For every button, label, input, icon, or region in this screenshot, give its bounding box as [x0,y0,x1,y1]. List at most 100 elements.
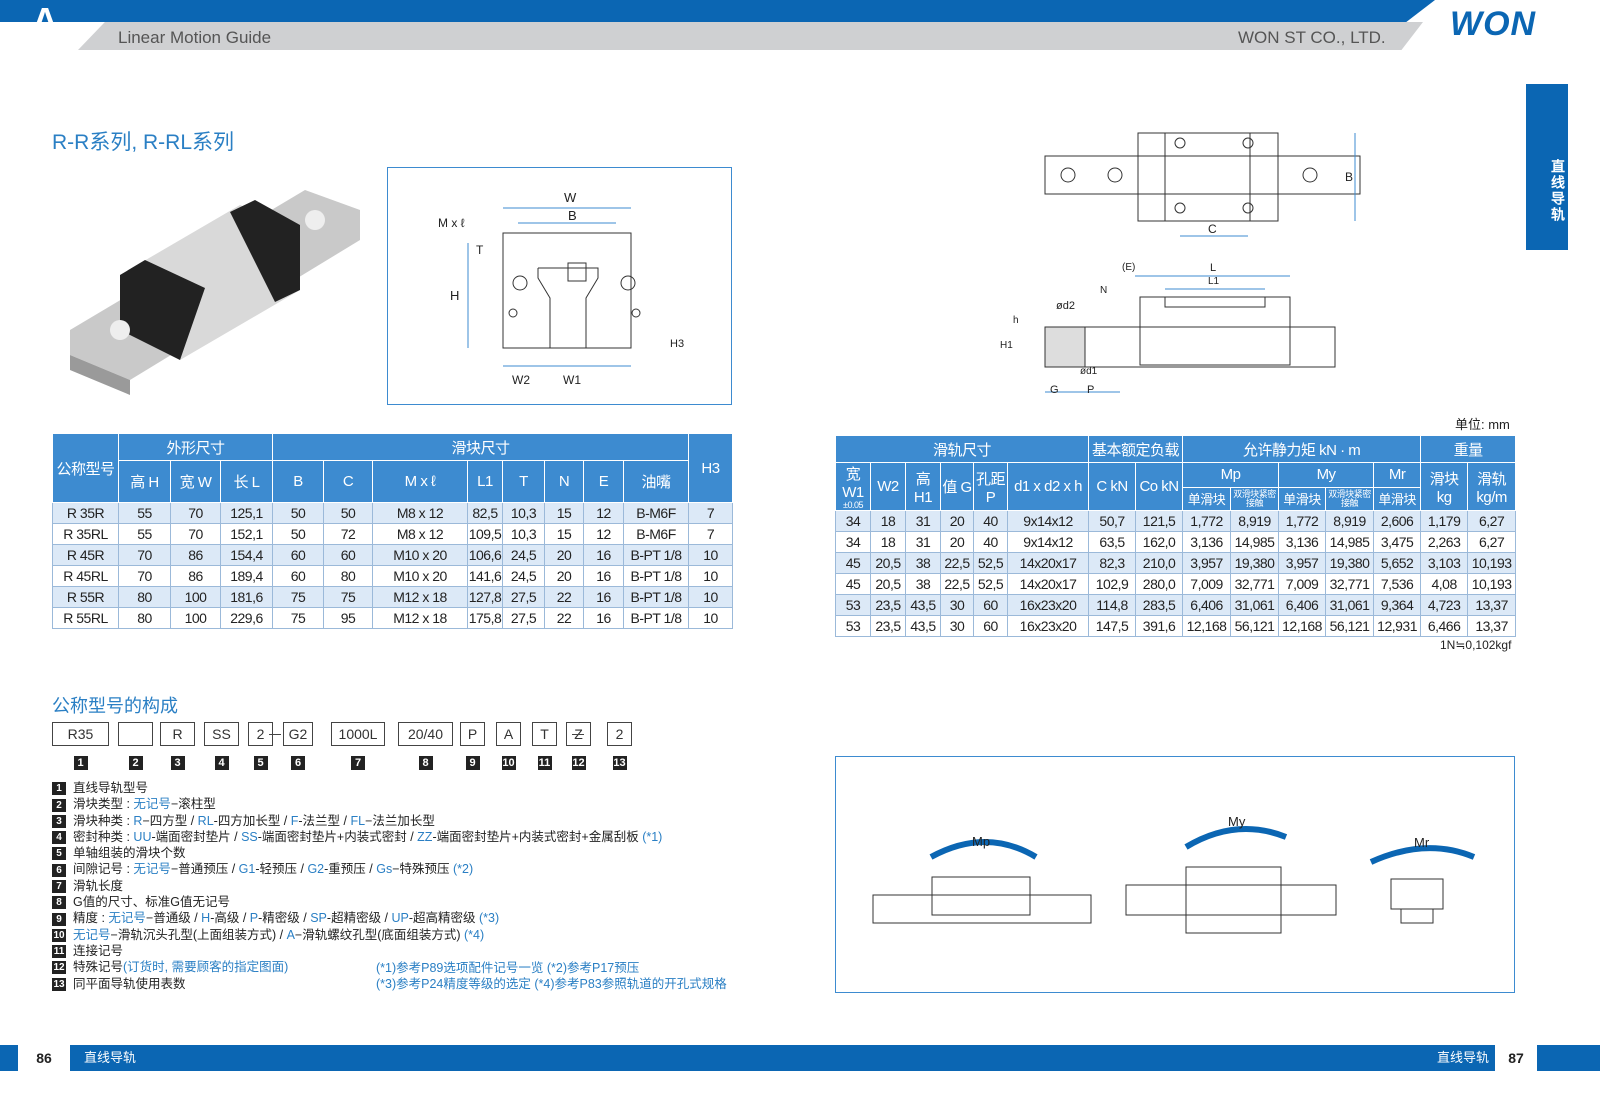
table-cell: 63,5 [1088,531,1137,553]
col-model: 公称型号 [52,433,119,503]
col-header: E [583,460,624,503]
side-dim-N: N [1100,285,1108,296]
legend-number: 13 [52,977,66,991]
table-cell: 45 [835,552,871,574]
side-dim-E: (E) [1122,262,1136,273]
moment-diagram: Mp My Mr [835,756,1515,993]
legend-text: 特殊记号 [73,960,124,975]
right-page-number: 87 [1495,1045,1537,1071]
col-W2: W2 [870,462,906,511]
side-dim-G: G [1050,384,1059,396]
legend-text: 滑块种类 : [73,813,134,828]
table-cell: 16 [583,586,624,608]
table-cell: 7,009 [1182,573,1232,595]
table-cell: 7 [688,523,734,545]
legend-text: 间隙记号 : [73,862,134,877]
col-header: B [272,460,324,503]
dim-T: T [476,243,484,257]
table-cell: 38 [905,552,941,574]
table-cell: 31,061 [1325,594,1375,616]
col-block-kg: 滑块 kg [1420,462,1469,511]
legend-text: −普通级 / [145,911,202,926]
dash [572,734,584,735]
code-number: 9 [465,756,480,770]
legend-text: -法兰型 / [298,813,351,828]
table-cell: 31 [905,510,941,532]
legend-number: 6 [52,863,66,877]
table-cell: 8,919 [1325,510,1375,532]
table-cell: 50 [272,523,324,545]
legend-text: -高级 / [210,911,250,926]
footer-left-text: 直线导轨 [84,1050,137,1065]
header-bar [78,22,1423,50]
legend-text: UU [133,829,152,844]
table-cell: 22,5 [940,552,974,574]
table-cell: 9x14x12 [1006,531,1090,553]
side-dim-L: L [1210,262,1217,274]
col-P: 孔距 P [973,462,1008,511]
dim-B: B [568,208,577,223]
legend-number: 4 [52,831,66,845]
table-cell: 3,136 [1278,531,1327,553]
table-cell: 20 [940,510,974,532]
table-cell: 75 [272,586,324,608]
table-cell: 23,5 [870,615,906,637]
table-cell: 3,136 [1182,531,1232,553]
code-box: 20/40 [398,722,453,746]
legend-text: -精密级 / [258,911,311,926]
group-weight: 重量 [1420,435,1517,463]
legend-text: FL [350,813,366,828]
w1-tol: ±0.05 [843,500,863,510]
footer-bar [0,1045,1600,1071]
sub-single: 单滑块 [1182,486,1232,512]
sub-double: 双滑块紧密接触 [1325,486,1375,512]
group-load: 基本额定负载 [1088,435,1184,463]
legend-text: −普通预压 / [170,862,239,877]
table-cell: 72 [323,523,373,545]
table-cell: 80 [118,607,171,629]
legend-text: -四方加长型 / [213,813,291,828]
table-cell: 60 [272,565,324,587]
table-cell: 3,957 [1182,552,1232,574]
side-tab: 直线导轨 [1526,84,1568,250]
table-cell: 82,3 [1088,552,1137,574]
note-2: (*3)参考P24精度等级的选定 (*4)参考P83参照轨道的开孔式规格 [376,977,727,991]
table-cell: 189,4 [220,565,273,587]
dim-Mxl: M x ℓ [438,216,465,230]
table-cell: 15 [544,523,584,545]
table-cell: 60 [973,615,1008,637]
table-cell: 53 [835,615,871,637]
table-cell: 10,3 [502,523,545,545]
col-Mp: Mp [1182,462,1280,488]
code-box: 1000L [331,722,385,746]
legend-text: 单轴组装的滑块个数 [73,846,186,861]
table-cell: 24,5 [502,565,545,587]
table-cell: 23,5 [870,594,906,616]
table-cell: 60 [973,594,1008,616]
sub-single: 单滑块 [1278,486,1327,512]
table-cell: 43,5 [905,615,941,637]
table-cell: 175,8 [467,607,503,629]
table-cell: 109,5 [467,523,503,545]
col-header: C [323,460,373,503]
table-cell: 10 [688,586,734,608]
table-cell: 38 [905,573,941,595]
dim-W: W [564,190,577,205]
legend-number: 1 [52,782,66,796]
sub-double: 双滑块紧密接触 [1230,486,1280,512]
legend-text: A [286,927,295,942]
table-cell: 3,475 [1373,531,1422,553]
table-cell: 12,931 [1373,615,1422,637]
series-title: R-R系列, R-RL系列 [52,131,234,154]
